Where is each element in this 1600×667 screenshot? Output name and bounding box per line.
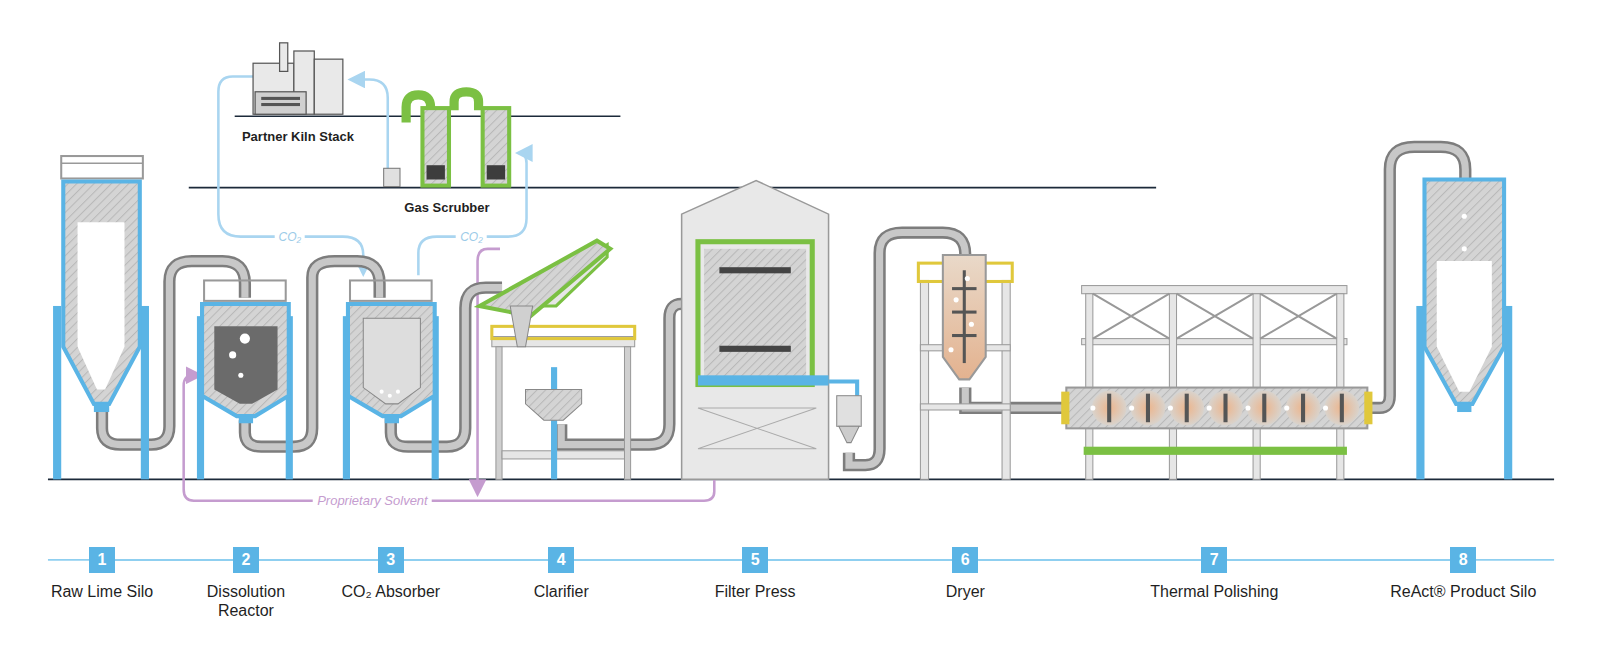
step-label: Dissolution Reactor — [201, 582, 291, 620]
step-number: 3 — [386, 552, 395, 568]
timeline-line — [574, 559, 742, 561]
step-box: 1Raw Lime Silo — [89, 547, 115, 573]
step-number: 8 — [1459, 552, 1468, 568]
timeline-line — [1227, 559, 1450, 561]
step-label: Dryer — [946, 582, 985, 601]
step-number: 7 — [1210, 552, 1219, 568]
flow-label: CO₂ — [274, 231, 305, 245]
step-box: 3CO₂ Absorber — [378, 547, 404, 573]
timeline-line — [978, 559, 1201, 561]
step-number: 1 — [98, 552, 107, 568]
step-box: 6Dryer — [952, 547, 978, 573]
step-number: 4 — [557, 552, 566, 568]
step-box: 2Dissolution Reactor — [233, 547, 259, 573]
step-label: Clarifier — [534, 582, 589, 601]
step-label: Thermal Polishing — [1150, 582, 1278, 601]
step-number: 2 — [241, 552, 250, 568]
step-box: 7Thermal Polishing — [1201, 547, 1227, 573]
flow-label: Proprietary Solvent — [313, 494, 432, 509]
step-label: Raw Lime Silo — [51, 582, 153, 601]
equipment-label: Partner Kiln Stack — [242, 129, 354, 144]
step-label: CO₂ Absorber — [341, 582, 440, 601]
step-number: 5 — [751, 552, 760, 568]
step-number: 6 — [961, 552, 970, 568]
step-box: 4Clarifier — [548, 547, 574, 573]
timeline-line — [768, 559, 952, 561]
step-box: 5Filter Press — [742, 547, 768, 573]
flow-label: CO₂ — [456, 231, 487, 245]
equipment-label: Gas Scrubber — [404, 201, 489, 216]
timeline-line — [115, 559, 233, 561]
timeline-line — [404, 559, 548, 561]
timeline-line — [259, 559, 378, 561]
step-box: 8ReAct® Product Silo — [1450, 547, 1476, 573]
step-label: ReAct® Product Silo — [1390, 582, 1536, 601]
step-label: Filter Press — [715, 582, 796, 601]
